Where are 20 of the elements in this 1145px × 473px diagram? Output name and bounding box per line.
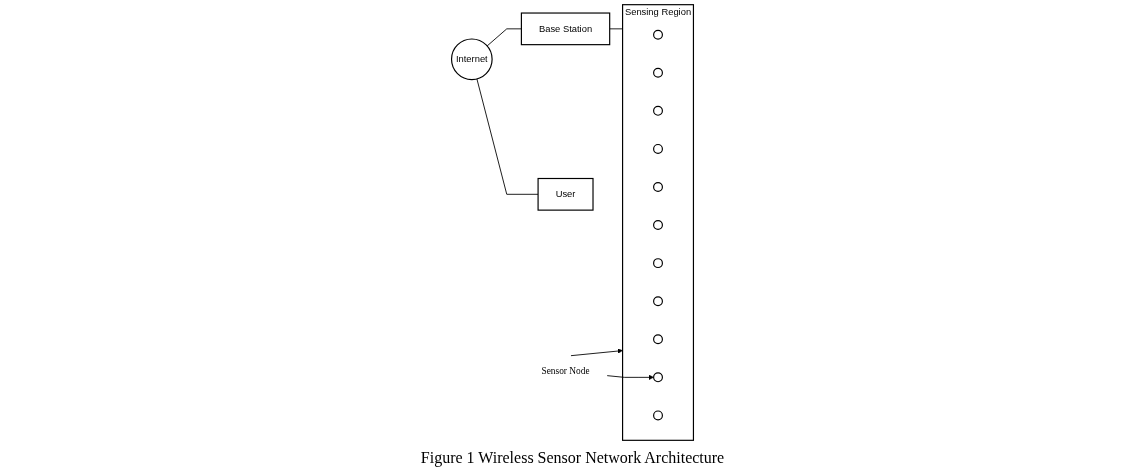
- connector: [476, 78, 539, 195]
- node-circle: Internet: [450, 38, 493, 81]
- figure-caption: Figure 1 Wireless Sensor Network Architecture: [420, 448, 725, 469]
- node-ellipse: [653, 220, 663, 231]
- connector: [609, 28, 624, 30]
- cluster: Sensing Region: [622, 4, 695, 441]
- node-ellipse: [653, 29, 663, 40]
- node-ellipse: [653, 334, 663, 345]
- connector: [486, 28, 522, 47]
- node-box: Base Station: [520, 12, 611, 46]
- node-ellipse: [653, 372, 663, 383]
- node-ellipse: [653, 410, 663, 421]
- node-ellipse: [653, 182, 663, 192]
- node-box: User: [537, 177, 594, 211]
- node-ellipse: [653, 296, 663, 307]
- node-ellipse: [653, 67, 663, 78]
- node-ellipse: [653, 258, 663, 269]
- node-ellipse: [653, 143, 663, 154]
- node-ellipse: [653, 105, 663, 116]
- node-text: Sensor Node: [541, 366, 590, 377]
